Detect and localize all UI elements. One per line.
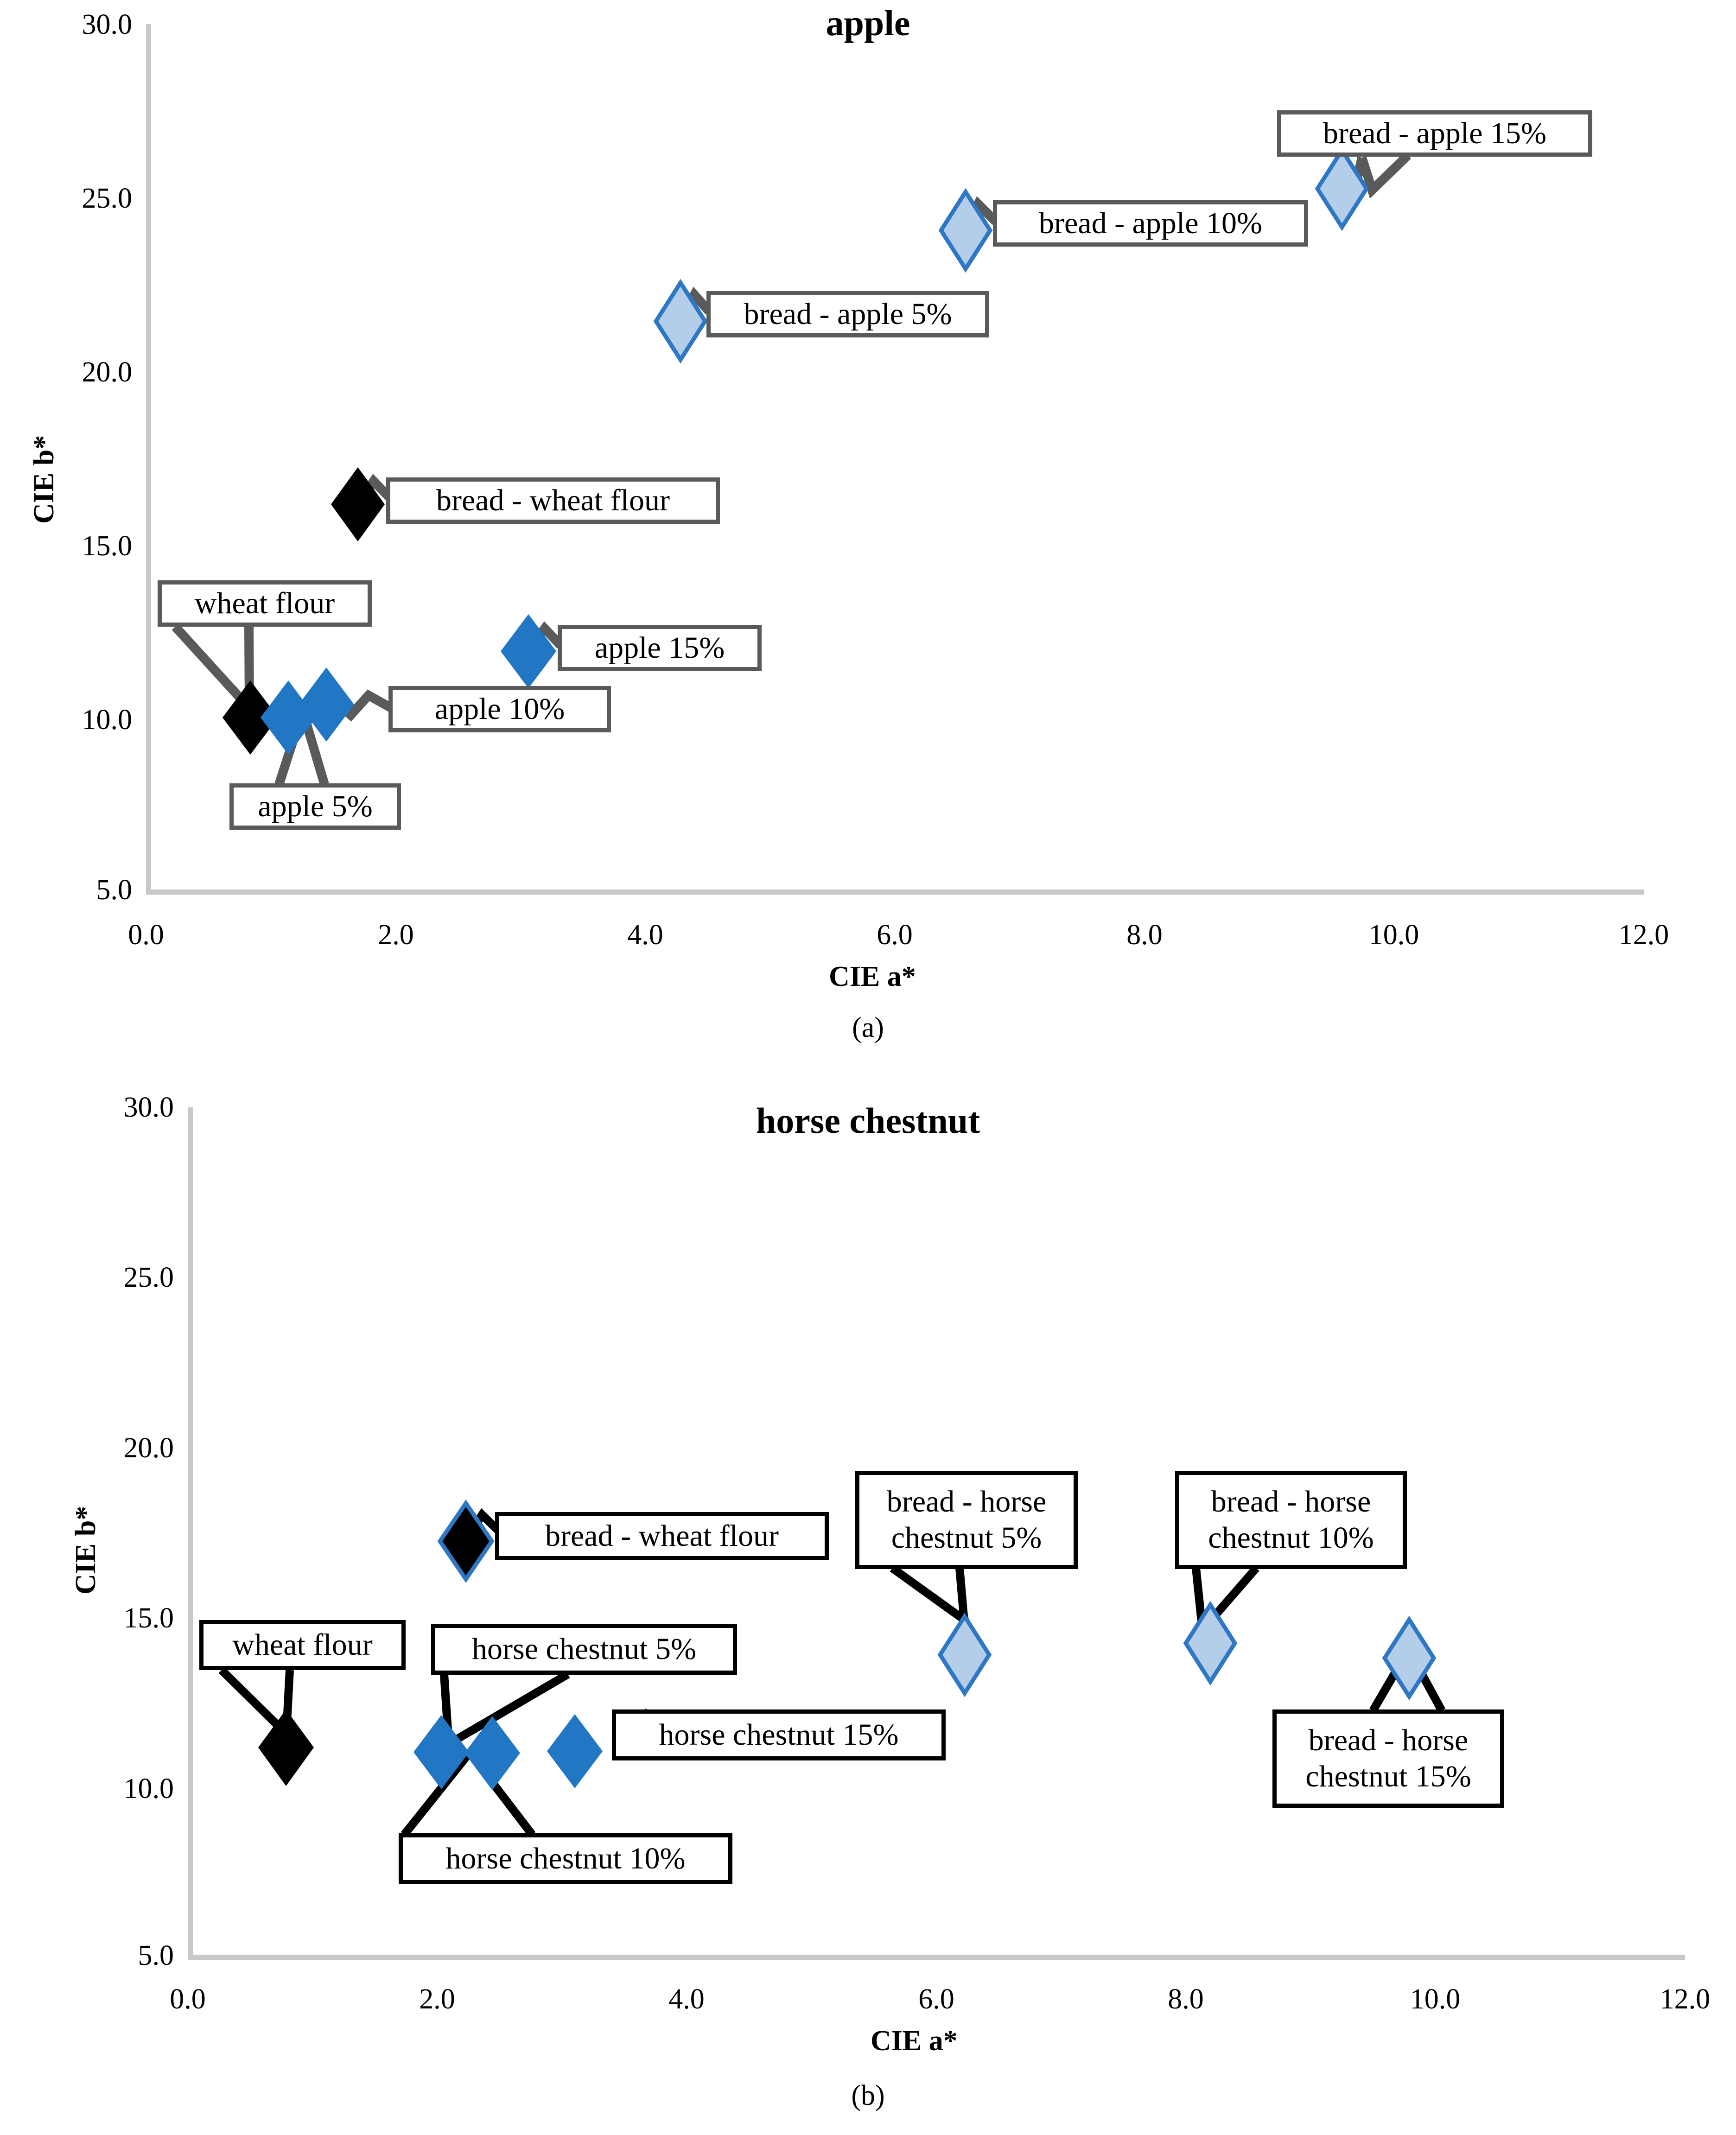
callout-bread-wheat-flour[interactable]: bread - wheat flour bbox=[386, 477, 720, 524]
y-tick-label: 20.0 bbox=[123, 1432, 174, 1464]
x-tick-label: 10.0 bbox=[1368, 919, 1419, 951]
x-axis-line bbox=[188, 1955, 1685, 1960]
data-point-bread-hc-15[interactable] bbox=[1382, 1615, 1437, 1701]
x-axis-line bbox=[146, 890, 1644, 895]
x-tick-label: 12.0 bbox=[1618, 919, 1669, 951]
chart-title-apple: apple bbox=[826, 3, 910, 43]
y-axis-title: CIE b* bbox=[28, 435, 60, 524]
callout-bread-hc-15[interactable]: bread - horse chestnut 15% bbox=[1272, 1709, 1504, 1808]
callout-hc-5[interactable]: horse chestnut 5% bbox=[431, 1624, 737, 1675]
x-tick-label: 4.0 bbox=[668, 1983, 705, 2015]
y-tick-label: 5.0 bbox=[138, 1940, 174, 1971]
data-point-hc-10[interactable] bbox=[464, 1716, 521, 1790]
callout-bread-hc-10[interactable]: bread - horse chestnut 10% bbox=[1175, 1471, 1407, 1569]
data-point-wheat-flour[interactable] bbox=[257, 1709, 315, 1786]
data-point-bread-hc-5[interactable] bbox=[937, 1612, 992, 1697]
chart-panel-apple: apple 30.0 25.0 20.0 15.0 10.0 5.0 0.0 2… bbox=[0, 0, 1736, 1066]
y-tick-label: 25.0 bbox=[82, 183, 133, 214]
callout-apple-10[interactable]: apple 10% bbox=[388, 686, 611, 732]
x-tick-label: 6.0 bbox=[918, 1983, 954, 2015]
callout-apple-15[interactable]: apple 15% bbox=[558, 625, 762, 671]
callout-hc-10[interactable]: horse chestnut 10% bbox=[399, 1833, 732, 1884]
x-axis-title: CIE a* bbox=[829, 961, 916, 992]
data-point-apple-10[interactable] bbox=[298, 667, 355, 742]
x-axis-title: CIE a* bbox=[871, 2025, 958, 2057]
x-tick-label: 4.0 bbox=[627, 919, 663, 951]
y-tick-label: 20.0 bbox=[82, 356, 133, 388]
y-tick-label: 15.0 bbox=[82, 530, 133, 562]
data-point-bread-hc-10[interactable] bbox=[1183, 1601, 1238, 1686]
x-tick-label: 0.0 bbox=[170, 1983, 206, 2015]
x-tick-label: 8.0 bbox=[1126, 919, 1163, 951]
y-tick-label: 25.0 bbox=[123, 1262, 174, 1293]
leader-lines-a bbox=[0, 0, 1736, 1066]
data-point-bread-apple-15[interactable] bbox=[1315, 146, 1369, 231]
subfigure-label-a: (a) bbox=[0, 1011, 1736, 1044]
subfigure-label-a-text: (a) bbox=[852, 1012, 884, 1043]
data-point-bread-apple-5[interactable] bbox=[653, 279, 708, 364]
x-tick-label: 2.0 bbox=[419, 1983, 455, 2015]
callout-bread-wheat-flour[interactable]: bread - wheat flour bbox=[495, 1512, 829, 1560]
x-tick-label: 12.0 bbox=[1660, 1983, 1711, 2015]
callout-bread-apple-10[interactable]: bread - apple 10% bbox=[993, 200, 1308, 247]
x-tick-label: 10.0 bbox=[1410, 1983, 1461, 2015]
y-tick-label: 30.0 bbox=[123, 1092, 174, 1123]
data-point-bread-apple-10[interactable] bbox=[938, 188, 993, 273]
y-tick-label: 5.0 bbox=[96, 874, 133, 906]
callout-bread-apple-15[interactable]: bread - apple 15% bbox=[1277, 110, 1592, 157]
data-point-bread-wheat-flour[interactable] bbox=[330, 467, 386, 541]
callout-apple-5[interactable]: apple 5% bbox=[229, 783, 401, 830]
subfigure-label-b: (b) bbox=[0, 2079, 1736, 2112]
data-point-apple-15[interactable] bbox=[500, 614, 557, 688]
data-point-hc-5[interactable] bbox=[413, 1715, 470, 1789]
data-point-wheat-flour[interactable] bbox=[222, 680, 279, 755]
y-axis-line bbox=[146, 24, 151, 895]
x-tick-label: 2.0 bbox=[378, 919, 414, 951]
callout-bread-hc-5[interactable]: bread - horse chestnut 5% bbox=[855, 1471, 1078, 1569]
x-tick-label: 8.0 bbox=[1168, 1983, 1204, 2015]
data-point-bread-wheat-flour[interactable] bbox=[437, 1500, 495, 1583]
y-tick-label: 15.0 bbox=[123, 1602, 174, 1634]
callout-hc-15[interactable]: horse chestnut 15% bbox=[612, 1709, 946, 1760]
y-tick-label: 30.0 bbox=[82, 9, 133, 40]
subfigure-label-b-text: (b) bbox=[851, 2080, 885, 2111]
chart-title-horse-chestnut: horse chestnut bbox=[756, 1100, 980, 1141]
callout-bread-apple-5[interactable]: bread - apple 5% bbox=[706, 291, 989, 337]
callout-wheat-flour[interactable]: wheat flour bbox=[199, 1620, 406, 1670]
x-tick-label: 0.0 bbox=[128, 919, 164, 951]
data-point-hc-15[interactable] bbox=[546, 1714, 604, 1788]
y-axis-line bbox=[188, 1107, 193, 1960]
data-point-apple-5[interactable] bbox=[260, 680, 317, 755]
leader-lines-b bbox=[0, 1066, 1736, 2135]
x-tick-label: 6.0 bbox=[877, 919, 913, 951]
chart-panel-horse-chestnut: horse chestnut 30.0 25.0 20.0 15.0 10.0 … bbox=[0, 1066, 1736, 2135]
y-axis-title: CIE b* bbox=[70, 1506, 102, 1595]
y-tick-label: 10.0 bbox=[82, 704, 133, 736]
callout-wheat-flour[interactable]: wheat flour bbox=[158, 580, 372, 627]
y-tick-label: 10.0 bbox=[123, 1773, 174, 1805]
